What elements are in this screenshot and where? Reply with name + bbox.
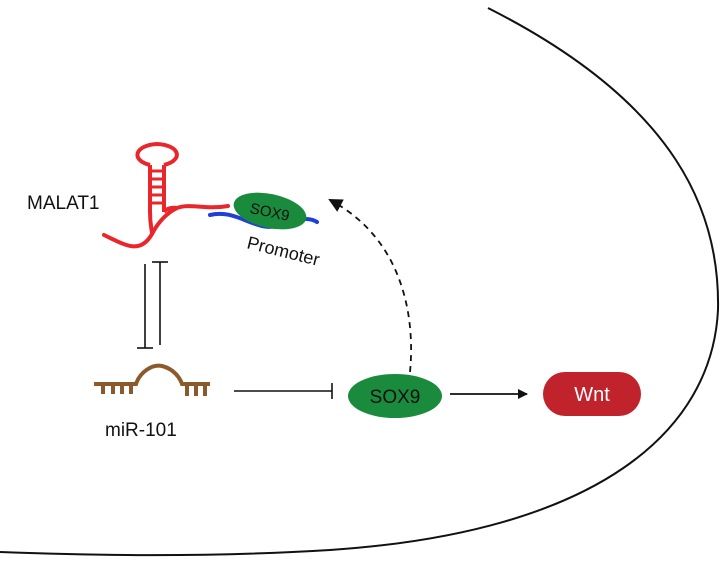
wnt-node [543,372,641,416]
malat1-hairpin-loop [135,141,179,167]
malat1-base-pairs [150,169,164,205]
cell-membrane [0,7,720,557]
malat1-label: MALAT1 [27,193,100,214]
inhibition-mir101-to-sox9 [234,383,333,399]
sox9-promoter-bound [233,192,307,230]
mir101-label: miR-101 [105,420,177,441]
sox9-to-promoter-dashed-arrow [328,199,412,373]
sox9-node [348,374,442,418]
malat1-stem-join-right [162,205,178,214]
malat1-lncrna [102,141,230,249]
inhibition-mir101-to-malat1 [152,261,168,345]
malat1-stem-join [148,211,154,235]
mir101-structure [94,363,210,396]
sox9-label: SOX9 [370,387,421,408]
promoter-label: Promoter [245,232,322,269]
wnt-label: Wnt [574,384,610,406]
inhibition-malat1-to-mir101 [137,264,153,349]
malat1-strand [102,204,230,249]
